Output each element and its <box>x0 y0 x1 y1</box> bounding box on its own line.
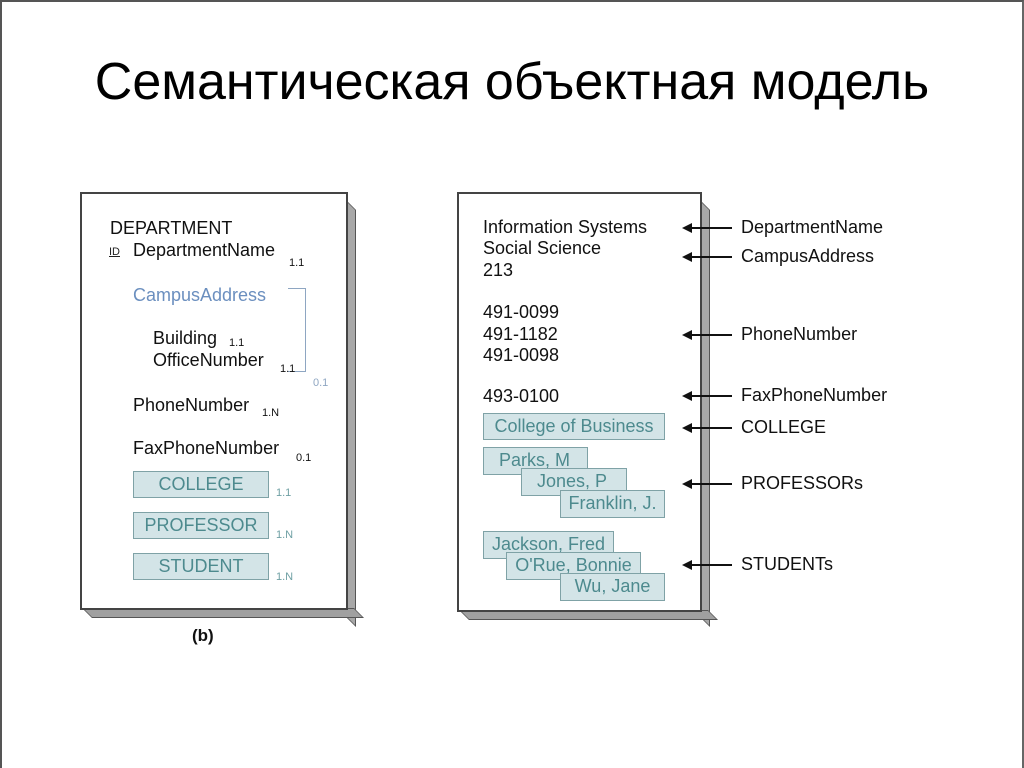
arrow-head-icon <box>682 252 692 262</box>
card-office-number: 1.1 <box>280 363 296 375</box>
arrow-head-icon <box>682 479 692 489</box>
arrow-head-icon <box>682 391 692 401</box>
slide-title: Семантическая объектная модель <box>94 53 930 111</box>
card-student: 1.N <box>276 571 294 583</box>
card-professor: 1.N <box>276 529 294 541</box>
arrow-head-icon <box>682 560 692 570</box>
arrow-head-icon <box>682 330 692 340</box>
arrow-professors <box>682 474 732 494</box>
value-fax: 493-0100 <box>483 386 560 406</box>
value-professor-3: Franklin, J. <box>560 490 665 518</box>
value-campus-building: Social Science <box>483 238 602 258</box>
object-link-college: COLLEGE <box>133 471 269 498</box>
id-marker: ID <box>109 246 120 258</box>
object-link-student: STUDENT <box>133 553 269 580</box>
value-phone-2: 491-1182 <box>483 324 558 344</box>
figure-caption: (b) <box>192 626 214 645</box>
object-name-department: DEPARTMENT <box>110 218 233 238</box>
label-college: COLLEGE <box>741 417 827 437</box>
value-department-name: Information Systems <box>483 217 648 237</box>
label-professors: PROFESSORs <box>741 473 864 493</box>
card-building: 1.1 <box>229 337 245 349</box>
card-fax-phone-number: 0.1 <box>296 452 312 464</box>
arrow-head-icon <box>682 223 692 233</box>
label-phone-number: PhoneNumber <box>741 324 858 344</box>
attr-office-number: OfficeNumber <box>153 350 264 370</box>
value-college: College of Business <box>483 413 665 440</box>
attr-campus-address: CampusAddress <box>133 285 267 305</box>
left-panel <box>80 192 348 610</box>
card-department-name: 1.1 <box>289 257 305 269</box>
campus-address-group-bracket <box>288 288 306 372</box>
card-phone-number: 1.N <box>262 407 280 419</box>
attr-fax-phone-number: FaxPhoneNumber <box>133 438 280 458</box>
value-phone-3: 491-0098 <box>483 345 560 365</box>
label-students: STUDENTs <box>741 554 834 574</box>
label-campus-address: CampusAddress <box>741 246 875 266</box>
card-college: 1.1 <box>276 487 292 499</box>
label-fax-phone-number: FaxPhoneNumber <box>741 385 888 405</box>
arrow-phone-number <box>682 325 732 345</box>
arrow-campus-address <box>682 247 732 267</box>
arrow-students <box>682 555 732 575</box>
attr-department-name: DepartmentName <box>133 240 276 260</box>
arrow-department-name <box>682 218 732 238</box>
attr-building: Building <box>153 328 218 348</box>
attr-phone-number: PhoneNumber <box>133 395 250 415</box>
arrow-college <box>682 418 732 438</box>
arrow-fax-phone-number <box>682 386 732 406</box>
label-department-name: DepartmentName <box>741 217 884 237</box>
object-link-professor: PROFESSOR <box>133 512 269 539</box>
value-campus-office: 213 <box>483 260 514 280</box>
card-campus-address-group: 0.1 <box>313 377 329 389</box>
value-student-3: Wu, Jane <box>560 573 665 601</box>
arrow-head-icon <box>682 423 692 433</box>
value-phone-1: 491-0099 <box>483 302 560 322</box>
